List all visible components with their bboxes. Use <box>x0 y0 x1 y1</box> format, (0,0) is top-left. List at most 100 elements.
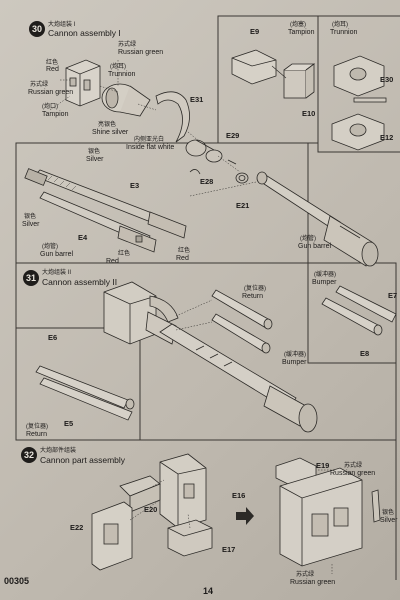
label-russian-green-left-en: Russian green <box>28 89 74 96</box>
tampion-inset-arrow <box>271 65 287 79</box>
part-e31: E31 <box>190 95 204 104</box>
step-32-number: 32 <box>21 447 37 463</box>
step-32-title-en: Cannon part assembly <box>40 455 126 465</box>
barrel-stripes <box>47 175 77 191</box>
label-return-cn: (复位器) <box>244 286 266 292</box>
bumper-cylinder <box>211 313 271 354</box>
barrel-e4 <box>39 191 157 253</box>
label-gun-barrel-en: Gun barrel <box>40 251 74 258</box>
part-e21: E21 <box>236 201 250 210</box>
product-code: 00305 <box>4 576 30 586</box>
label-shine-silver-cn: 亮银色 <box>98 122 117 128</box>
inset-part-e9: E9 <box>250 27 260 36</box>
part-e22: E22 <box>70 523 84 532</box>
leader-lines-31 <box>175 299 213 331</box>
part-e17: E17 <box>222 545 236 554</box>
trunnion-inset-drawing <box>331 55 387 151</box>
inset-part-e6: E6 <box>48 333 58 342</box>
label-tampion-en: Tampion <box>42 111 69 118</box>
label-red-bottom2-en: Red <box>176 255 189 262</box>
inset-part-e10: E10 <box>302 109 316 118</box>
inset-part-e12: E12 <box>380 133 394 142</box>
inset-part-e5: E5 <box>64 419 74 428</box>
label-red-bottom-cn: 红色 <box>118 251 131 257</box>
label-inside-flat-white-en: Inside flat white <box>126 144 175 151</box>
leader-lines-32 <box>129 469 336 574</box>
label-russian-green-cn: 苏式绿 <box>118 42 137 48</box>
label-gun-barrel-cn: (炮管) <box>42 244 58 250</box>
inset-part-e30: E30 <box>380 75 394 84</box>
barrel-silver-e3 <box>24 168 187 239</box>
label-red-cn: 红色 <box>46 60 59 66</box>
label-bumper-en: Bumper <box>282 359 307 366</box>
label-red-en: Red <box>46 66 59 73</box>
assembly-arrow <box>236 507 254 525</box>
inset-return-cn: (复位器) <box>26 424 48 430</box>
breech-block <box>65 59 101 107</box>
label-russian-green-bottom-en: Russian green <box>290 579 336 586</box>
return-inset-drawing <box>35 365 135 421</box>
part-e8: E8 <box>360 349 370 358</box>
label-silver-en: Silver <box>380 517 398 524</box>
label-russian-green-top-en: Russian green <box>330 470 376 477</box>
step-30-title-en: Cannon assembly I <box>48 28 121 38</box>
label-bumper-inset-en: Bumper <box>312 279 337 286</box>
leader-lines-30 <box>49 60 241 173</box>
part-e29: E29 <box>226 131 240 140</box>
step-30-number: 30 <box>29 21 45 37</box>
step-31-title-en: Cannon assembly II <box>42 277 118 287</box>
label-gun-barrel-right-en: Gun barrel <box>298 243 332 250</box>
part-e19: E19 <box>316 461 330 470</box>
gun-barrel-assembled <box>256 171 379 267</box>
label-trunnion-cn: (炮耳) <box>110 64 126 70</box>
tampion-inset-drawing <box>231 49 316 99</box>
part-e16: E16 <box>232 491 246 500</box>
label-shine-silver-en: Shine silver <box>92 129 129 136</box>
label-inside-flat-white-cn: 内侧亚光白 <box>134 137 165 143</box>
part-e7: E7 <box>388 291 398 300</box>
page-number: 14 <box>203 586 214 596</box>
label-red-bottom2-cn: 红色 <box>178 248 191 254</box>
cannon-plate-e22 <box>91 501 133 571</box>
step-31-title-cn: 大炮组装 II <box>42 270 72 276</box>
step-32-title-cn: 大炮部件组装 <box>40 448 77 454</box>
return-cylinder <box>211 289 273 330</box>
bumper-inset-drawing <box>321 285 397 336</box>
part-e28: E28 <box>200 177 214 186</box>
inset-trunnion-en: Trunnion <box>330 29 358 36</box>
label-bumper-inset-cn: (缓冲器) <box>314 272 336 278</box>
label-russian-green-en: Russian green <box>118 49 164 56</box>
label-silver-left-cn: 银色 <box>24 214 37 220</box>
inset-return-en: Return <box>26 431 48 438</box>
label-silver-top-en: Silver <box>86 156 104 163</box>
label-tampion-cn: (炮口) <box>42 104 58 110</box>
inset-trunnion-cn: (炮耳) <box>332 22 348 28</box>
label-russian-green-left-cn: 苏式绿 <box>30 82 49 88</box>
cannon-frame-e16 <box>159 453 207 529</box>
shield-part-e31 <box>155 91 190 143</box>
cannon-block-e17 <box>167 519 213 557</box>
part-e20: E20 <box>144 505 158 514</box>
label-silver-cn: 银色 <box>382 510 395 516</box>
step-31-number: 31 <box>23 270 39 286</box>
main-gun-barrel <box>159 323 318 433</box>
panel-frames <box>15 15 400 580</box>
inset-tampion-en: Tampion <box>288 29 315 36</box>
assembled-cannon-parts <box>275 457 381 567</box>
label-bumper-cn: (缓冲器) <box>284 352 306 358</box>
label-red-bottom-en: Red <box>106 258 119 265</box>
mantlet-rear <box>185 139 223 163</box>
label-russian-green-bottom-cn: 苏式绿 <box>296 572 315 578</box>
part-e3: E3 <box>130 181 140 190</box>
label-trunnion-en: Trunnion <box>108 71 136 78</box>
trunnion-housing <box>101 83 151 117</box>
barrel-insert-arrow <box>189 181 257 197</box>
label-return-en: Return <box>242 293 264 300</box>
inset-tampion-cn: (炮塞) <box>290 22 306 28</box>
step-30-title-cn: 大炮组装 I <box>48 22 76 28</box>
label-russian-green-top-cn: 苏式绿 <box>344 463 363 469</box>
small-parts <box>189 159 249 184</box>
label-silver-top-cn: 银色 <box>88 149 101 155</box>
